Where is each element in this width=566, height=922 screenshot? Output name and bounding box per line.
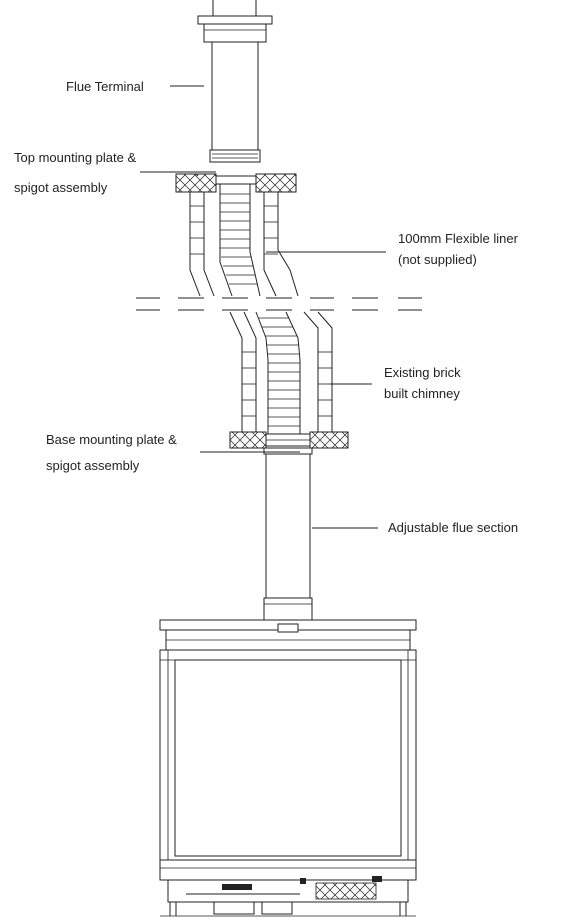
base-plate-label-line1: Base mounting plate & xyxy=(46,432,177,447)
adjustable-flue-pipe xyxy=(263,447,313,621)
base-plate-label-line2: spigot assembly xyxy=(46,458,140,473)
top-plate-label-line1: Top mounting plate & xyxy=(14,150,136,165)
chimney-label-line1: Existing brick xyxy=(384,365,461,380)
adjustable-flue-label: Adjustable flue section xyxy=(388,520,518,535)
liner-label-line2: (not supplied) xyxy=(398,252,477,267)
leader-lines xyxy=(140,85,386,529)
top-mounting-plate xyxy=(175,173,297,193)
liner-label-line1: 100mm Flexible liner xyxy=(398,231,519,246)
lower-chimney xyxy=(229,311,333,434)
flue-terminal xyxy=(197,0,273,163)
upper-chimney xyxy=(189,184,299,297)
chimney-label-line2: built chimney xyxy=(384,386,460,401)
top-plate-label-line2: spigot assembly xyxy=(14,180,108,195)
fire-body xyxy=(159,619,417,917)
break-lines xyxy=(136,297,422,311)
base-mounting-plate xyxy=(229,431,349,449)
flue-terminal-label: Flue Terminal xyxy=(66,79,144,94)
